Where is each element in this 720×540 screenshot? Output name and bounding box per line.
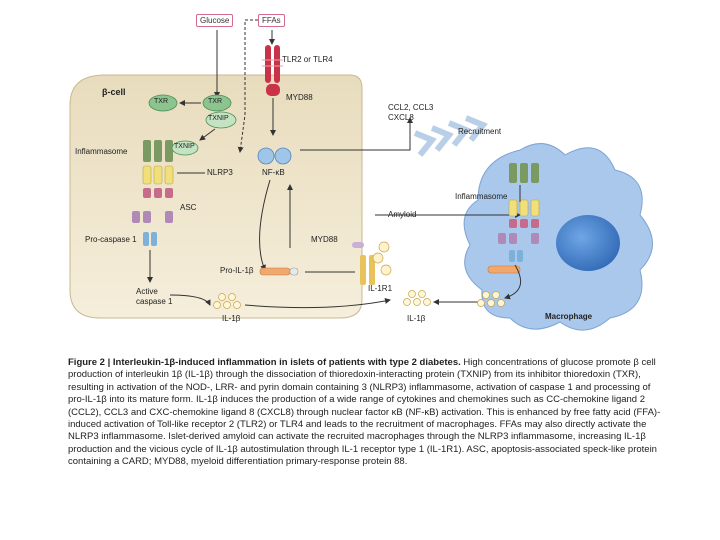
active-caspase-label-1: Active — [136, 287, 158, 296]
il1r1-label: IL-1R1 — [368, 284, 393, 293]
myd88-bottom-label: MYD88 — [311, 235, 338, 244]
macrophage-inflammasome-label: Inflammasome — [455, 192, 508, 201]
pro-caspase-label: Pro-caspase 1 — [85, 235, 137, 244]
txnip-top-label: TXNIP — [208, 115, 229, 122]
txnip-bound-label: TXNIP — [174, 143, 195, 150]
il1r1-receptor — [352, 241, 392, 285]
amyloid-label: Amyloid — [388, 210, 417, 219]
il1b-secretion-arrow — [244, 298, 391, 309]
txr-right-label: TXR — [208, 98, 222, 105]
txr-left-label: TXR — [154, 98, 168, 105]
beta-cell — [69, 74, 363, 319]
glucose-label: Glucose — [196, 14, 234, 27]
diagram: Glucose FFAs TLR2 or TLR4 β-cell TXR TXR… — [69, 14, 653, 331]
txnip-arrow — [199, 128, 216, 141]
tlr-receptor — [262, 45, 283, 96]
active-caspase-label-2: caspase 1 — [136, 297, 173, 306]
pro-il1b-shape — [259, 267, 299, 276]
il1b-dots-left — [213, 293, 241, 309]
txr-left-shape — [148, 94, 178, 112]
recruitment-label: Recruitment — [458, 127, 502, 136]
nfkb-down-arrow — [259, 179, 271, 271]
chemokines-label-2: CXCL8 — [388, 113, 414, 122]
nfkb-label: NF-κB — [262, 168, 285, 177]
txr-right-shape — [202, 94, 232, 112]
chemokine-arrow — [300, 117, 413, 151]
figure-caption: Figure 2 | Interleukin-1β-induced inflam… — [68, 357, 662, 469]
chemokines-label-1: CCL2, CCL3 — [388, 103, 434, 112]
diagram-canvas — [69, 19, 653, 331]
caption-body: High concentrations of glucose promote β… — [68, 357, 661, 468]
myd88-top-label: MYD88 — [286, 93, 313, 102]
macrophage-label: Macrophage — [545, 312, 593, 321]
nlrp3-label: NLRP3 — [207, 168, 233, 177]
il1b-right-label: IL-1β — [407, 314, 426, 323]
nlrp3-complex — [132, 140, 199, 246]
active-caspase-arrow — [169, 294, 211, 306]
receptor-label: TLR2 or TLR4 — [282, 55, 333, 64]
asc-label: ASC — [180, 203, 197, 212]
macrophage-nucleus — [556, 215, 620, 271]
recruitment-chevrons — [413, 115, 488, 157]
nfkb-right — [274, 147, 292, 165]
ffas-label: FFAs — [258, 14, 285, 27]
caption-title: Figure 2 | Interleukin-1β-induced inflam… — [68, 357, 461, 368]
pro-il1b-label: Pro-IL-1β — [220, 266, 254, 275]
macrophage-inflammasome — [477, 163, 540, 307]
beta-cell-label: β-cell — [102, 87, 126, 97]
ffa-dashed-arrow — [237, 19, 258, 153]
il1b-left-label: IL-1β — [222, 314, 241, 323]
macrophage-processing-arrow — [504, 264, 522, 300]
il1b-dots-right — [403, 290, 431, 306]
txnip-top-shape — [205, 111, 237, 129]
nfkb-left — [257, 147, 275, 165]
inflammasome-label: Inflammasome — [75, 147, 128, 156]
